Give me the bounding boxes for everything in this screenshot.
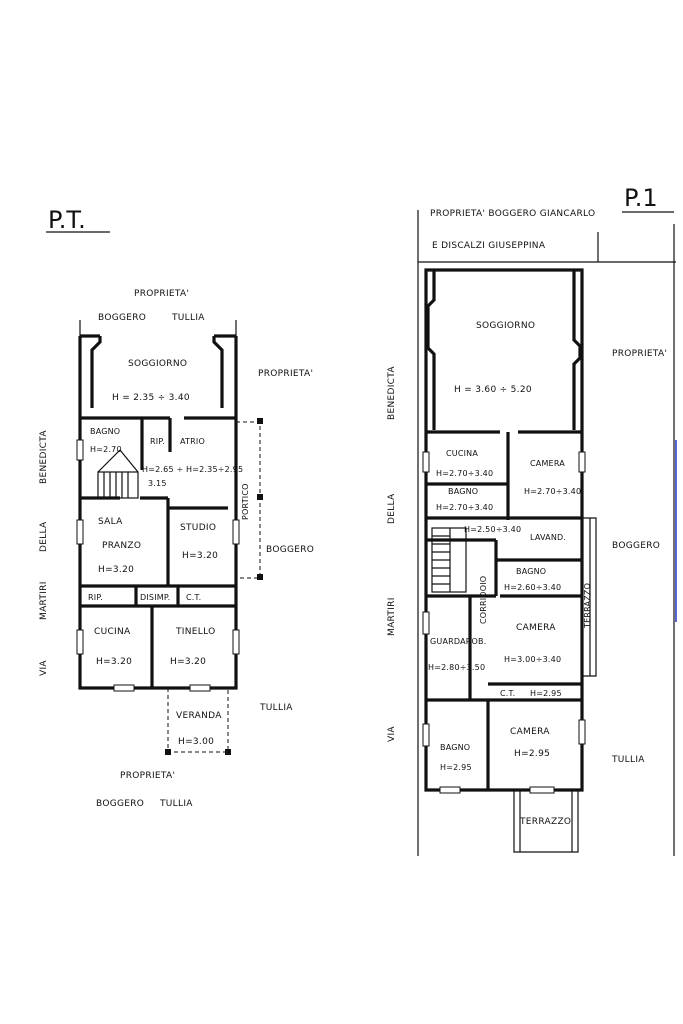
gf-room-cucina: CUCINA bbox=[94, 627, 131, 637]
gf-room-tinello: TINELLO bbox=[175, 627, 215, 637]
ff-soggiorno-height: H = 3.60 ÷ 5.20 bbox=[454, 385, 532, 395]
gf-right-property-label: PROPRIETA' bbox=[258, 369, 313, 379]
gf-room-veranda: VERANDA bbox=[176, 711, 222, 721]
gf-staircase bbox=[97, 449, 139, 499]
ground-floor-plan: P.T. PROPRIETA' BOGGERO TULLIA PROPRIETA… bbox=[39, 206, 314, 809]
ff-staircase bbox=[431, 527, 467, 593]
ff-camera-1-height: H=2.70÷3.40 bbox=[524, 487, 581, 496]
ff-room-corridoio: CORRIDOIO bbox=[479, 576, 488, 624]
gf-atrio-height-3: H=2.35÷2.95 bbox=[186, 465, 243, 474]
gf-bottom-owner-2: TULLIA bbox=[159, 799, 193, 809]
gf-room-rip-2: RIP. bbox=[88, 593, 103, 602]
ff-room-terrazzo: TERRAZZO bbox=[519, 817, 571, 827]
gf-room-portico: PORTICO bbox=[241, 483, 250, 520]
ff-room-cucina: CUCINA bbox=[446, 449, 478, 458]
ff-street-martiri: MARTIRI bbox=[387, 597, 397, 636]
ff-bottom-terrazzo-outline bbox=[513, 790, 579, 853]
ff-side-terrazzo-outline bbox=[582, 517, 597, 677]
gf-soggiorno-bay-right bbox=[212, 336, 224, 408]
ff-ct-height: H=2.95 bbox=[530, 689, 562, 698]
gf-right-owner: BOGGERO bbox=[266, 545, 314, 555]
ff-room-bagno-3: BAGNO bbox=[440, 743, 470, 752]
gf-top-owner-2: TULLIA bbox=[171, 313, 205, 323]
gf-room-studio: STUDIO bbox=[180, 523, 216, 533]
ff-street-benedicta: BENEDICTA bbox=[387, 366, 397, 420]
gf-atrio-height-1: H=2.65 ÷ bbox=[142, 465, 183, 474]
ff-guardaroba-height: H=2.80÷3.50 bbox=[428, 663, 485, 672]
ff-bagno-3-height: H=2.95 bbox=[440, 763, 472, 772]
gf-street-martiri: MARTIRI bbox=[39, 581, 49, 620]
gf-room-atrio: ATRIO bbox=[180, 437, 205, 446]
ff-right-property-label: PROPRIETA' bbox=[612, 349, 667, 359]
ff-room-guardaroba: GUARDAROB. bbox=[430, 637, 486, 646]
ff-bagno-1-height: H=2.70÷3.40 bbox=[436, 503, 493, 512]
gf-veranda-height: H=3.00 bbox=[178, 737, 214, 747]
ff-street-via: VIA bbox=[387, 726, 397, 742]
ff-street-della: DELLA bbox=[387, 493, 397, 524]
ff-room-camera-3: CAMERA bbox=[510, 727, 550, 737]
gf-room-rip: RIP. bbox=[150, 437, 165, 446]
gf-room-sala: SALA bbox=[98, 517, 123, 527]
gf-bagno-height: H=2.70 bbox=[90, 445, 122, 454]
ff-room-bagno-2: BAGNO bbox=[516, 567, 546, 576]
gf-room-disimp: DISIMP. bbox=[140, 593, 170, 602]
ff-right-owner: BOGGERO bbox=[612, 541, 660, 551]
gf-street-via: VIA bbox=[39, 660, 49, 676]
gf-outer-wall bbox=[78, 336, 238, 690]
ff-camera-2-height: H=3.00÷3.40 bbox=[504, 655, 561, 664]
gf-top-owner-1: BOGGERO bbox=[98, 313, 146, 323]
ff-room-terrazzo-side: TERRAZZO bbox=[583, 583, 592, 629]
gf-tinello-height: H=3.20 bbox=[170, 657, 206, 667]
first-floor-plan: P.1 PROPRIETA' BOGGERO GIANCARLO E DISCA… bbox=[387, 184, 677, 856]
ff-room-camera-2: CAMERA bbox=[516, 623, 556, 633]
gf-room-ct: C.T. bbox=[186, 593, 201, 602]
ff-stair-height: H=2.50÷3.40 bbox=[464, 525, 521, 534]
ff-room-soggiorno: SOGGIORNO bbox=[476, 321, 535, 331]
gf-right-owner-2: TULLIA bbox=[259, 703, 293, 713]
gf-soggiorno-bay-left bbox=[90, 336, 102, 408]
gf-veranda-outline bbox=[167, 688, 229, 753]
ff-room-bagno-1: BAGNO bbox=[448, 487, 478, 496]
gf-studio-height: H=3.20 bbox=[182, 551, 218, 561]
gf-top-property-label: PROPRIETA' bbox=[134, 289, 189, 299]
ff-room-camera-1: CAMERA bbox=[530, 459, 565, 468]
ff-bagno-2-height: H=2.60÷3.40 bbox=[504, 583, 561, 592]
gf-bottom-owner-1: BOGGERO bbox=[96, 799, 144, 809]
gf-street-benedicta: BENEDICTA bbox=[39, 430, 49, 484]
gf-cucina-height: H=3.20 bbox=[96, 657, 132, 667]
gf-street-della: DELLA bbox=[39, 521, 49, 552]
gf-atrio-height-2: 3.15 bbox=[148, 479, 167, 488]
gf-pranzo-height: H=3.20 bbox=[98, 565, 134, 575]
ff-room-lavanderia: LAVAND. bbox=[530, 533, 566, 542]
gf-room-pranzo: PRANZO bbox=[102, 541, 141, 551]
ff-right-owner-2: TULLIA bbox=[611, 755, 645, 765]
ff-owner-line-2: E DISCALZI GIUSEPPINA bbox=[432, 241, 546, 251]
gf-bottom-property-label: PROPRIETA' bbox=[120, 771, 175, 781]
ff-room-ct: C.T. bbox=[500, 689, 515, 698]
ground-floor-title: P.T. bbox=[48, 206, 86, 234]
ff-camera-3-height: H=2.95 bbox=[514, 749, 550, 759]
gf-room-bagno: BAGNO bbox=[90, 427, 120, 436]
gf-room-soggiorno: SOGGIORNO bbox=[128, 359, 187, 369]
first-floor-title: P.1 bbox=[624, 184, 658, 212]
gf-soggiorno-height: H = 2.35 ÷ 3.40 bbox=[112, 393, 190, 403]
ff-cucina-height: H=2.70÷3.40 bbox=[436, 469, 493, 478]
ff-owner-line-1: PROPRIETA' BOGGERO GIANCARLO bbox=[430, 209, 595, 219]
